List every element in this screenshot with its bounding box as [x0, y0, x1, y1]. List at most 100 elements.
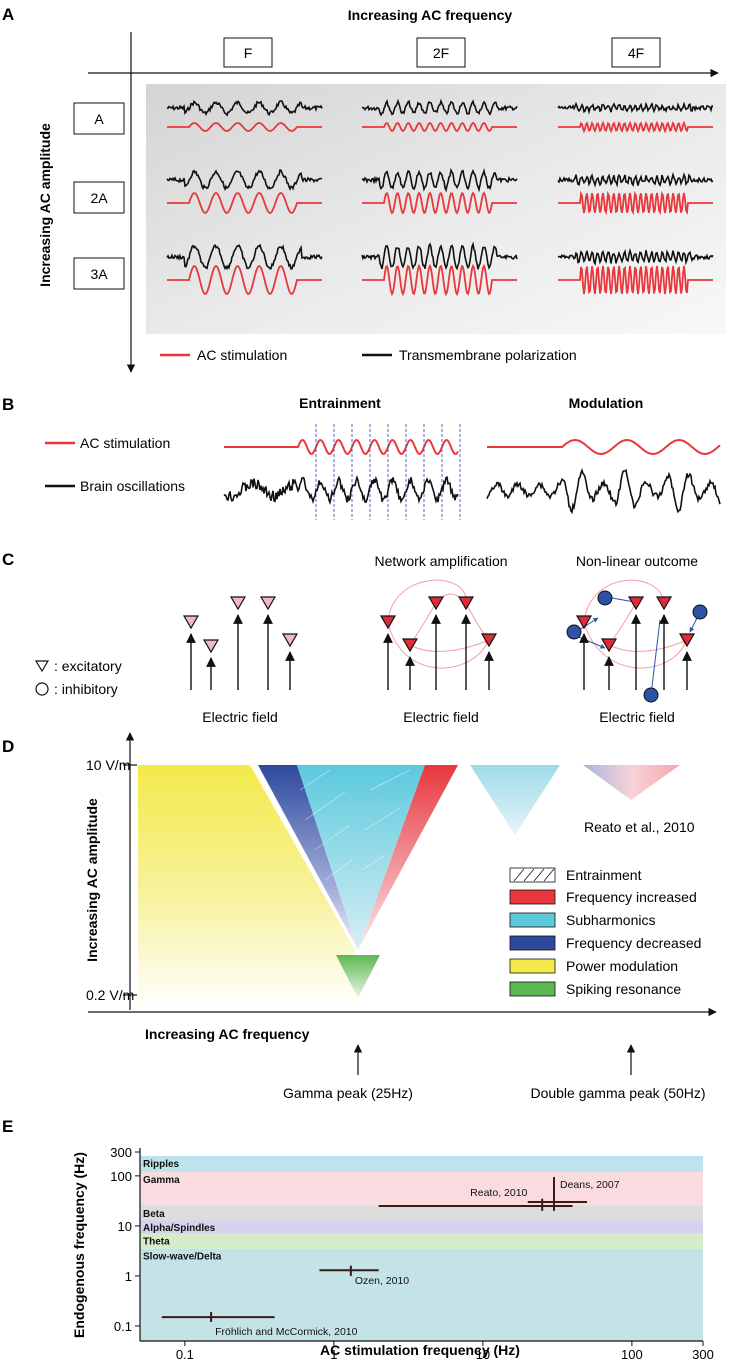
legend-subharmonics-label: Subharmonics — [566, 912, 656, 928]
x-tick-label: 0.1 — [176, 1347, 194, 1361]
nonlinear-outcome-title: Non-linear outcome — [576, 553, 698, 569]
excitatory-neuron-2-0 — [379, 615, 397, 630]
excitatory-neuron-3-3 — [655, 596, 673, 611]
membrane-trace-r2-c1 — [361, 241, 518, 271]
network-connection-3-3 — [582, 621, 688, 669]
entrainment-brain-trace — [223, 474, 459, 505]
x-tick-label: 100 — [621, 1347, 643, 1361]
frequency-decreased-region — [258, 765, 358, 950]
e-x-label: AC stimulation frequency (Hz) — [320, 1342, 520, 1358]
legend-frequency-increased-label: Frequency increased — [566, 889, 697, 905]
band-label: Gamma — [143, 1175, 180, 1186]
b-stim-label: AC stimulation — [80, 435, 170, 451]
excitatory-neuron-2-4 — [480, 633, 498, 648]
band-label: Theta — [143, 1237, 170, 1248]
band-label: Slow-wave/Delta — [143, 1252, 222, 1263]
panel-a-waveforms — [166, 98, 714, 297]
y-tick-label: 0.1 — [114, 1319, 132, 1334]
d-y-high-label: 10 V/m — [86, 757, 130, 773]
band-label: Ripples — [143, 1159, 180, 1170]
legend-power-modulation: Power modulation — [509, 958, 678, 974]
amp-box-3a-label: 3A — [90, 266, 108, 282]
e-y-label: Endogenous frequency (Hz) — [71, 1152, 87, 1338]
modulation-brain-trace — [486, 468, 721, 515]
double-gamma-region — [583, 765, 680, 800]
modulation-title: Modulation — [569, 395, 644, 411]
membrane-trace-r1-c0 — [166, 169, 323, 192]
network-connection-2-1 — [409, 639, 490, 652]
panel-d: D Increasing AC amplitude Increasing AC … — [2, 732, 717, 1101]
excitatory-neuron-1-2 — [229, 596, 247, 611]
panel-letter-a: A — [2, 5, 14, 24]
gamma-peak-label: Gamma peak (25Hz) — [283, 1085, 413, 1101]
panel-c: C Network amplification Non-linear outco… — [2, 550, 708, 725]
amp-box-3a: 3A — [73, 257, 125, 290]
double-gamma-peak-label: Double gamma peak (50Hz) — [530, 1085, 705, 1101]
inhibitory-neuron-0 — [566, 624, 582, 640]
stim-wave-r0-c1 — [362, 121, 517, 133]
inhibitory-connection-2 — [649, 619, 661, 696]
freq-box-4f-label: 4F — [628, 45, 644, 61]
excitatory-neuron-3-1 — [600, 638, 618, 653]
amp-box-2a: 2A — [73, 181, 125, 214]
band-alpha-spindles — [140, 1220, 703, 1234]
legend-stim-label: AC stimulation — [197, 347, 287, 363]
panel-letter-e: E — [2, 1117, 13, 1136]
legend-spiking-resonance: Spiking resonance — [509, 981, 681, 997]
legend-entrainment-label: Entrainment — [566, 867, 642, 883]
electric-field-label-2: Electric field — [403, 709, 478, 725]
panel-b: B Entrainment Modulation AC stimulation … — [2, 395, 721, 520]
entrainment-title: Entrainment — [299, 395, 381, 411]
d-y-low-label: 0.2 V/m — [86, 987, 134, 1003]
b-brain-label: Brain oscillations — [80, 478, 185, 494]
legend-power-modulation-label: Power modulation — [566, 958, 678, 974]
stim-wave-r1-c2 — [558, 190, 713, 216]
legend-frequency-decreased: Frequency decreased — [509, 935, 701, 951]
x-tick-label: 10 — [476, 1347, 490, 1361]
study-label: Reato, 2010 — [470, 1187, 527, 1199]
inhibitory-neuron-3 — [692, 604, 708, 620]
subharmonics-small-region — [470, 765, 560, 835]
x-tick-label: 1 — [330, 1347, 337, 1361]
legend-frequency-increased: Frequency increased — [509, 889, 697, 905]
frequency-increased-region — [358, 765, 458, 950]
entrainment-stim-wave — [224, 439, 459, 455]
stim-wave-r1-c1 — [362, 191, 517, 215]
excitatory-neuron-2-1 — [401, 638, 419, 653]
band-slow-wave-delta — [140, 1248, 703, 1341]
excitatory-neuron-1-4 — [281, 633, 299, 648]
band-label: Beta — [143, 1209, 165, 1220]
legend-membrane-label: Transmembrane polarization — [399, 347, 577, 363]
freq-box-f: F — [223, 37, 273, 68]
excitatory-legend-icon — [34, 660, 50, 673]
membrane-trace-r1-c2 — [557, 171, 714, 188]
band-theta — [140, 1233, 703, 1249]
amp-box-a: A — [73, 102, 125, 135]
subharmonics-region-left — [297, 765, 358, 950]
d-x-label: Increasing AC frequency — [145, 1026, 310, 1042]
excitatory-neuron-1-1 — [202, 639, 220, 654]
panel-b-waveforms — [223, 424, 721, 520]
membrane-trace-r0-c1 — [361, 98, 518, 117]
y-tick-label: 300 — [110, 1145, 132, 1160]
membrane-trace-r0-c0 — [166, 99, 323, 117]
freq-box-4f: 4F — [611, 37, 661, 68]
membrane-trace-r1-c1 — [361, 167, 518, 193]
legend-subharmonics: Subharmonics — [509, 912, 656, 928]
inhibitory-neuron-2 — [643, 687, 659, 703]
stim-wave-r0-c0 — [167, 122, 322, 132]
d-y-label: Increasing AC amplitude — [84, 798, 100, 962]
excitatory-legend-label: : excitatory — [54, 658, 122, 674]
network-connection-2-0 — [387, 579, 470, 623]
band-ripples — [140, 1155, 703, 1172]
freq-box-f-label: F — [244, 45, 253, 61]
inhibitory-neuron-1 — [597, 590, 613, 606]
stim-wave-r2-c1 — [362, 263, 517, 297]
y-tick-label: 10 — [118, 1219, 132, 1234]
c-legend: : excitatory : inhibitory — [34, 658, 122, 697]
panel-letter-b: B — [2, 395, 14, 414]
inhibitory-legend-label: : inhibitory — [54, 681, 118, 697]
legend-spiking-resonance-label: Spiking resonance — [566, 981, 681, 997]
excitatory-neuron-3-4 — [678, 633, 696, 648]
